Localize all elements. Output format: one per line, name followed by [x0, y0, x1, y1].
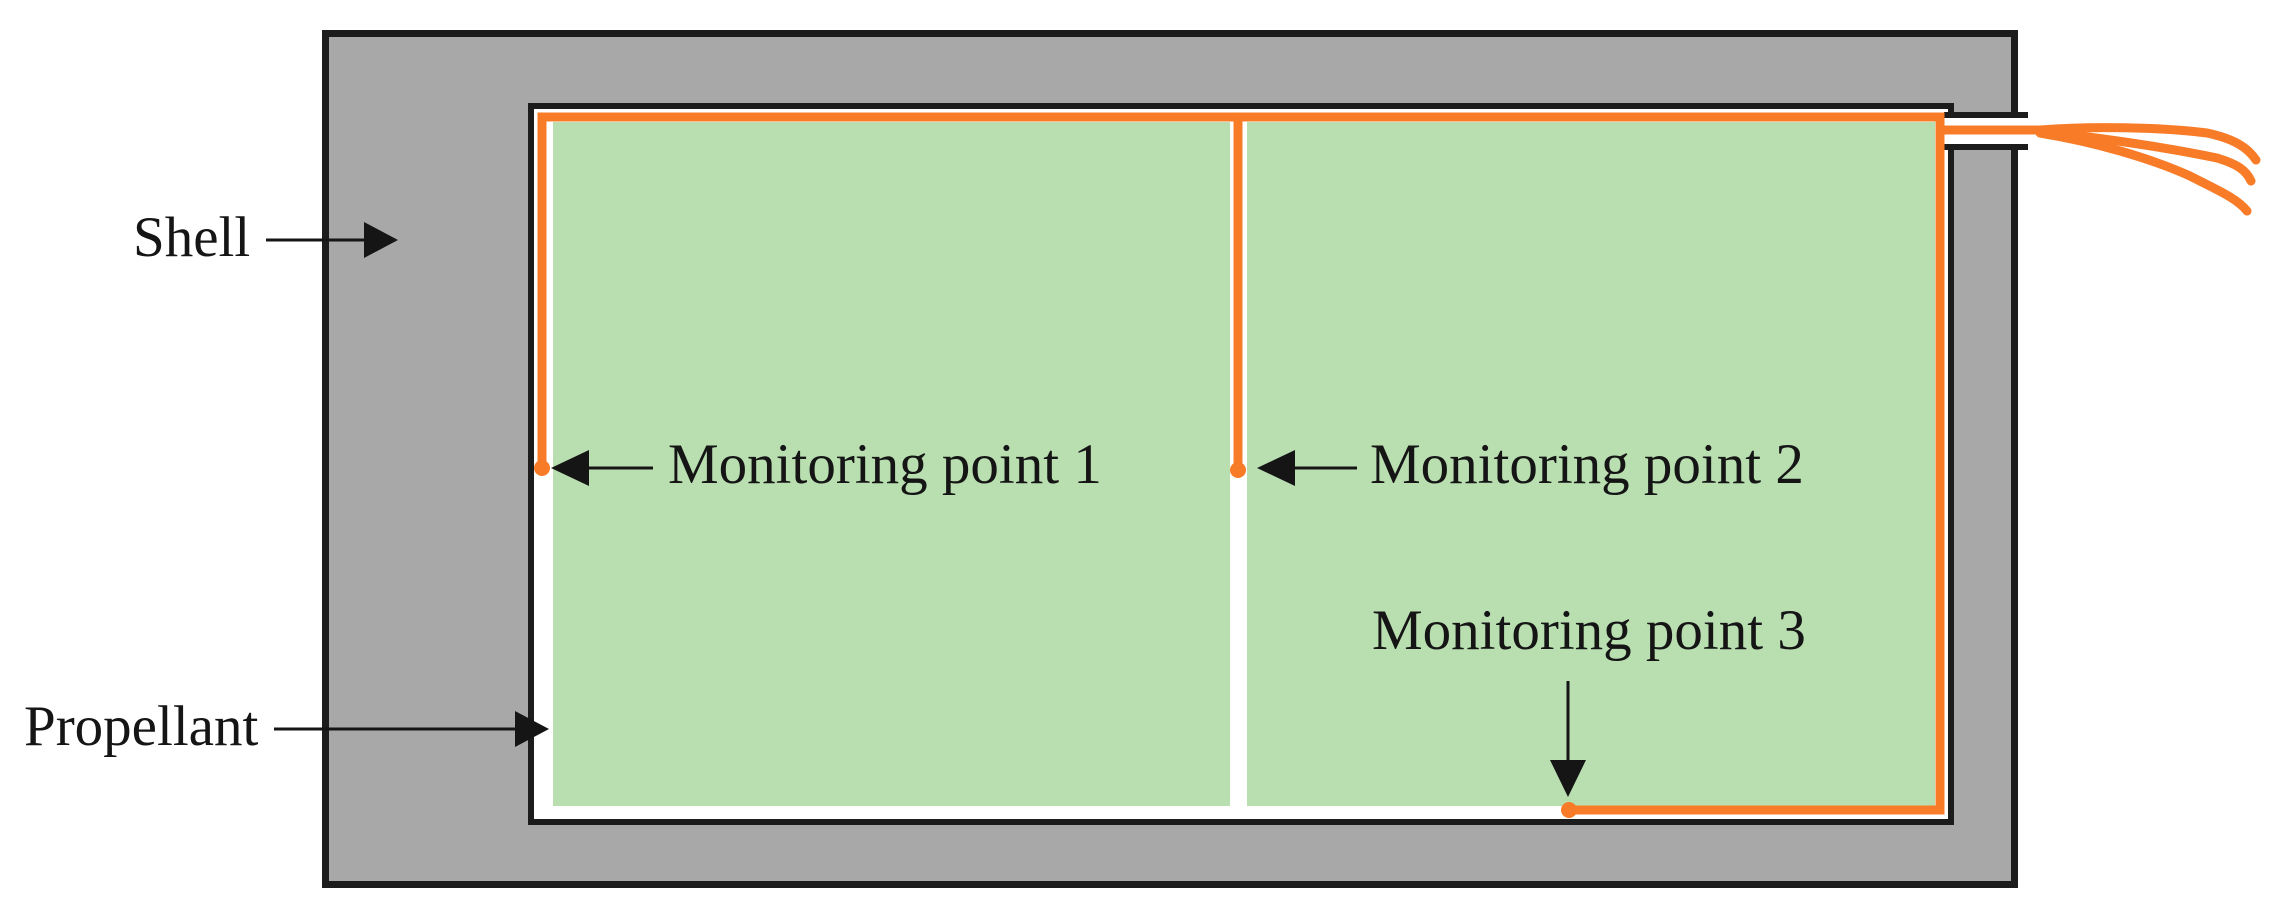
shell-label: Shell: [133, 206, 251, 269]
lead-wire-strand-2: [2035, 126, 2256, 186]
lead-wire-strand-3: [2035, 128, 2252, 216]
monitoring-point-1-label: Monitoring point 1: [668, 433, 1102, 496]
monitoring-point-2-label: Monitoring point 2: [1370, 433, 1804, 496]
propellant-label: Propellant: [24, 695, 259, 758]
monitoring-point-3-label: Monitoring point 3: [1372, 599, 1806, 662]
wire-exit-slot: [1944, 112, 2028, 150]
